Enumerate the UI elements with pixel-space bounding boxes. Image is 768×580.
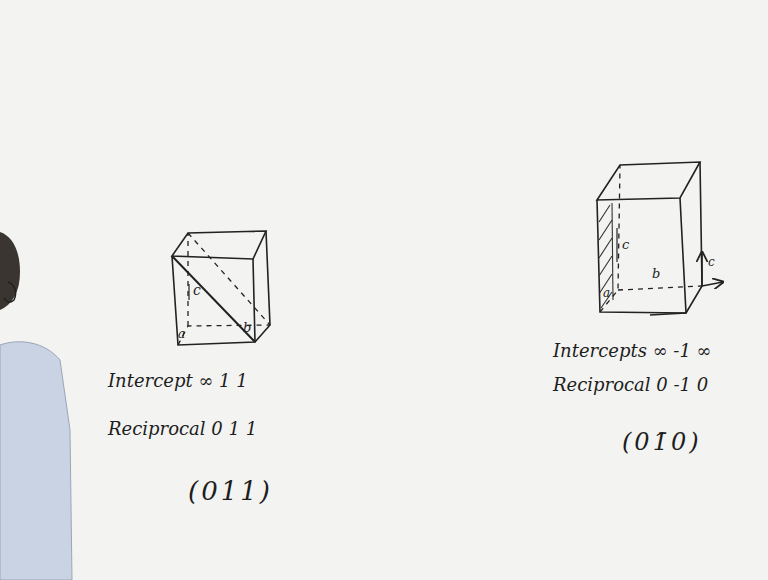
presenter xyxy=(0,232,72,580)
reciprocal-row: Reciprocal 0 1 1 xyxy=(108,420,257,438)
miller-index: (01̄0) xyxy=(622,430,702,454)
axis-letter: c xyxy=(622,238,629,251)
unit-cell-left xyxy=(172,231,270,345)
miller-index: (011) xyxy=(188,478,273,504)
hatched-plane xyxy=(599,203,613,308)
reciprocal-row: Reciprocal 0 -1 0 xyxy=(553,376,708,394)
unit-cell-right xyxy=(597,162,723,315)
axis-letter: c xyxy=(193,283,201,297)
intercepts-row: Intercepts ∞ -1 ∞ xyxy=(553,342,712,360)
axis-letter: a xyxy=(178,328,185,340)
axis-letter: b xyxy=(243,321,251,334)
axis-letter: c xyxy=(708,256,715,268)
intercepts-row: Intercept ∞ 1 1 xyxy=(108,372,248,390)
axis-letter: a xyxy=(603,287,610,299)
axis-letter: b xyxy=(652,267,660,280)
